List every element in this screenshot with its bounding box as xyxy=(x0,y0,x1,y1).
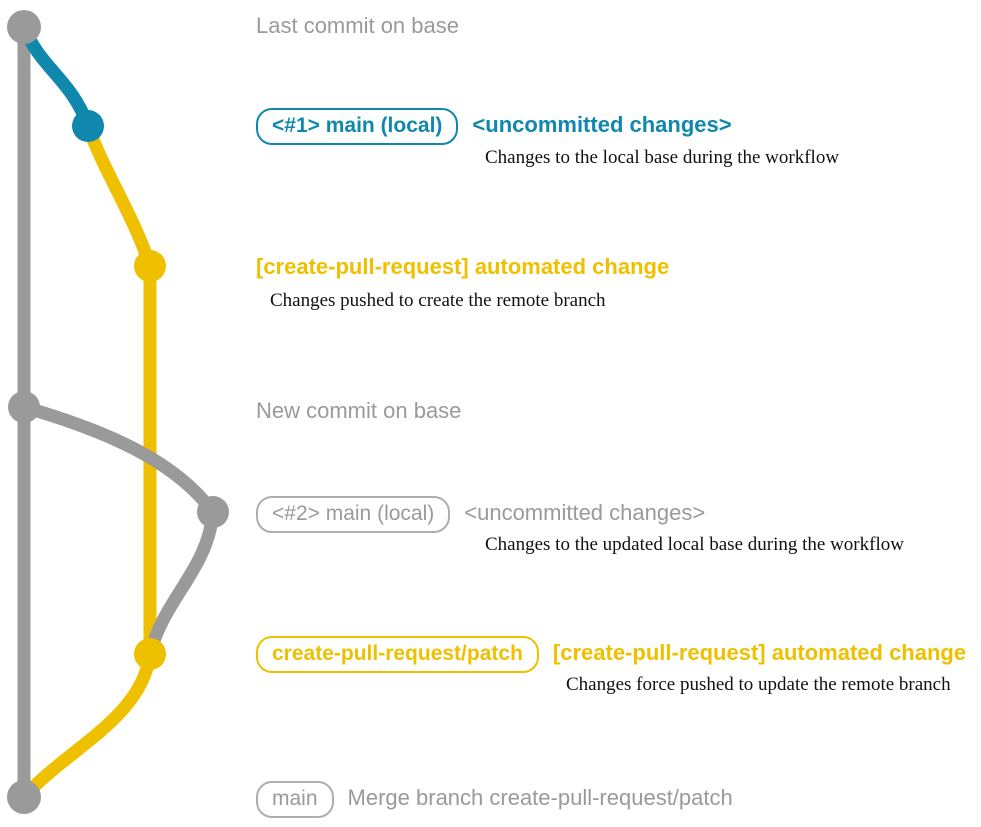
row-automated-change-2: create-pull-request/patch [create-pull-r… xyxy=(256,636,966,673)
badge-local-1-wrap[interactable]: <#1> main (local) xyxy=(256,108,459,145)
badge-local-1[interactable]: <#1> main (local) xyxy=(256,108,459,145)
node-base-mid xyxy=(8,391,40,423)
subject-local-change-2: <uncommitted changes> xyxy=(464,500,706,525)
subject-automated-change-2: [create-pull-request] automated change xyxy=(552,640,967,665)
note-local-change-2: Changes to the updated local base during… xyxy=(485,534,904,555)
remote-branch-line-1 xyxy=(81,119,157,273)
badge-remote-branch-wrap[interactable]: create-pull-request/patch xyxy=(256,636,539,673)
badge-local-2[interactable]: <#2> main (local) xyxy=(256,496,451,533)
local-to-remote-line-2 xyxy=(143,505,220,661)
node-local-2 xyxy=(197,496,229,528)
local-branch-line-1 xyxy=(17,20,95,133)
row-local-change-2: <#2> main (local) <uncommitted changes> xyxy=(256,496,705,533)
badge-remote-branch[interactable]: create-pull-request/patch xyxy=(256,636,539,673)
row-merge-commit: main Merge branch create-pull-request/pa… xyxy=(256,781,733,818)
subject-automated-change-1: [create-pull-request] automated change xyxy=(256,254,670,279)
heading-new-commit-on-base: New commit on base xyxy=(256,398,462,423)
node-remote-2 xyxy=(134,638,166,670)
note-local-change-1: Changes to the local base during the wor… xyxy=(485,147,840,168)
node-local-1 xyxy=(72,110,104,142)
subject-merge-commit: Merge branch create-pull-request/patch xyxy=(347,785,733,810)
node-remote-1 xyxy=(134,250,166,282)
merge-line xyxy=(17,647,157,804)
node-base-top xyxy=(7,10,41,44)
subject-local-change-1: <uncommitted changes> xyxy=(472,112,732,137)
note-automated-change-2: Changes force pushed to update the remot… xyxy=(566,674,951,695)
heading-last-commit-on-base: Last commit on base xyxy=(256,13,459,38)
node-base-merge xyxy=(7,780,41,814)
row-local-change-1: <#1> main (local) <uncommitted changes> xyxy=(256,108,732,145)
note-automated-change-1: Changes pushed to create the remote bran… xyxy=(270,290,606,311)
badge-main-wrap[interactable]: main xyxy=(256,781,334,818)
local-branch-line-2 xyxy=(17,400,220,519)
badge-local-2-wrap[interactable]: <#2> main (local) xyxy=(256,496,451,533)
badge-main[interactable]: main xyxy=(256,781,334,818)
